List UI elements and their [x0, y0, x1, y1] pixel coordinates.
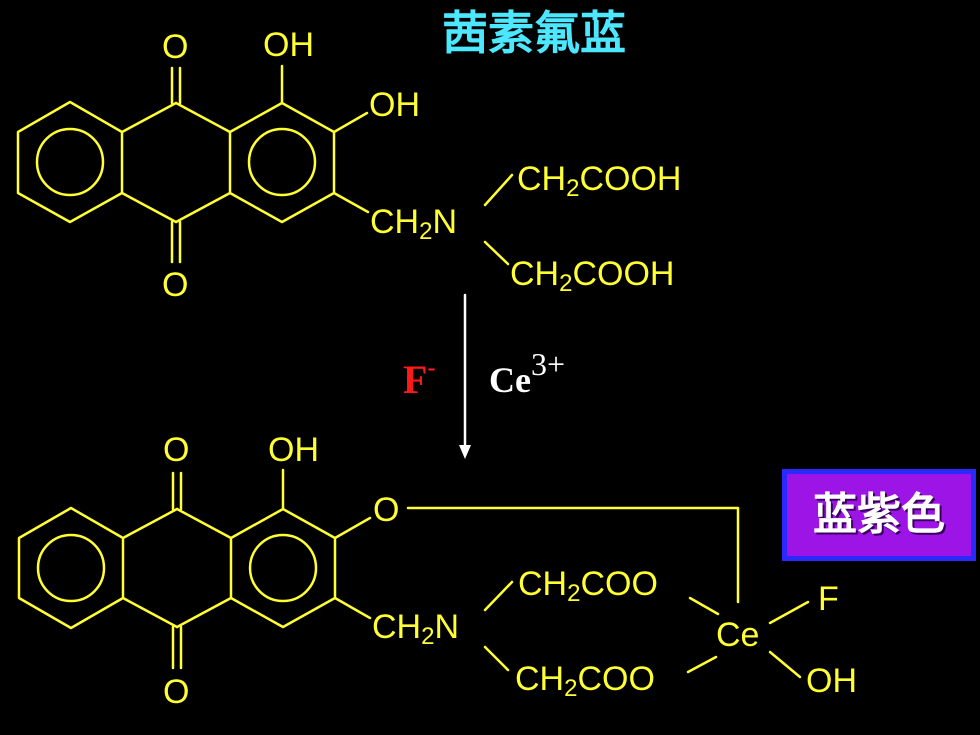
reaction-arrow	[459, 293, 471, 459]
top-bond	[120, 191, 178, 224]
top-ring-right	[228, 101, 336, 224]
bottom-bond	[175, 596, 233, 629]
bottom-o-top-label: O	[163, 431, 190, 469]
result-color-text: 蓝紫色	[813, 489, 945, 540]
bottom-ch2n-label: CH2N	[372, 608, 460, 650]
bottom-o-ring-label: O	[373, 491, 400, 529]
ligand-oh-label: OH	[806, 662, 857, 700]
top-ring-left-aromatic	[35, 127, 105, 197]
ligand-f-label: F	[818, 580, 839, 618]
top-arm-1-label: CH2COOH	[517, 160, 682, 202]
top-bond-ch2	[332, 191, 370, 214]
top-o-bottom-label: O	[162, 266, 189, 304]
top-bond	[174, 191, 232, 224]
bottom-arm-1-label: CH2COO	[518, 565, 658, 607]
bottom-bond-arm2	[483, 645, 510, 672]
bottom-bond-o-ce	[406, 506, 740, 604]
top-bond	[174, 101, 232, 134]
bottom-bond-ce-f	[768, 600, 810, 625]
bottom-ring-left-aromatic	[36, 533, 106, 603]
top-ring-left	[16, 100, 124, 224]
top-molecule-skeleton	[16, 64, 514, 266]
bottom-ring-right	[229, 507, 337, 629]
bottom-bond-ce-oh	[768, 650, 802, 679]
top-bond-arm1	[483, 173, 514, 207]
top-arm-2-label: CH2COOH	[510, 255, 675, 297]
result-color-badge: 蓝紫色	[782, 469, 976, 561]
bottom-ring-left	[17, 506, 125, 630]
bottom-o-bottom-label: O	[163, 673, 190, 711]
bottom-ring-right-aromatic	[248, 533, 318, 603]
top-bond-oh2	[332, 111, 369, 134]
top-o-top-label: O	[162, 28, 189, 66]
fluoride-reagent: F-	[403, 355, 436, 402]
bottom-bond-ch2	[333, 596, 372, 620]
bottom-bond	[121, 507, 179, 540]
bottom-bond	[121, 596, 179, 629]
bottom-bond-coo2-ce	[686, 655, 718, 674]
bottom-bond	[175, 507, 233, 540]
top-bond-arm2	[483, 240, 510, 266]
reagent-title: 茜素氟蓝	[442, 6, 626, 60]
bottom-bond-coo1-ce	[688, 596, 720, 616]
top-ring-right-aromatic	[247, 127, 317, 197]
bottom-arm-2-label: CH2COO	[515, 660, 655, 702]
cerium-reagent: Ce3+	[489, 346, 566, 400]
top-oh-2-label: OH	[369, 86, 420, 124]
top-ch2n-label: CH2N	[370, 203, 458, 245]
bottom-oh-label: OH	[268, 431, 319, 469]
bottom-bond-o	[333, 516, 372, 540]
bottom-molecule-skeleton	[17, 468, 810, 679]
top-bond	[120, 101, 178, 134]
cerium-center-label: Ce	[716, 616, 760, 654]
top-oh-1-label: OH	[263, 26, 314, 64]
bottom-bond-arm1	[483, 580, 514, 612]
